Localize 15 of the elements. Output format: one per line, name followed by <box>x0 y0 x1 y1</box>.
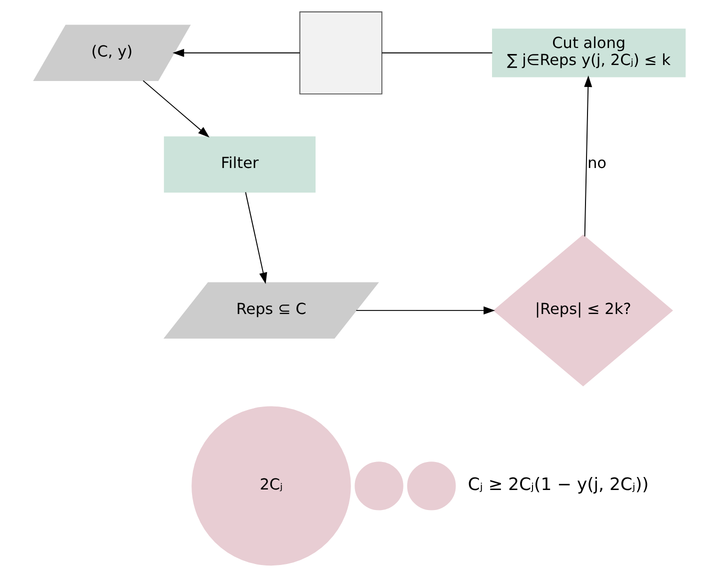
arrow <box>172 48 300 57</box>
arrow <box>142 80 209 138</box>
node-diamond: |Reps| ≤ 2k? <box>492 234 673 386</box>
edge-label: no <box>586 154 606 172</box>
label: Cⱼ ≥ 2Cⱼ(1 − y(j, 2Cⱼ)) <box>467 475 648 496</box>
node-box: Filter <box>163 136 316 193</box>
node-circle <box>354 462 403 510</box>
connector <box>381 52 492 54</box>
node-circle <box>406 462 456 510</box>
node-circle: 2Cⱼ <box>191 406 350 566</box>
arrow <box>244 192 267 284</box>
node-box <box>298 11 382 94</box>
arrow <box>355 306 495 314</box>
arrow <box>584 76 592 237</box>
node-box: Cut along ∑ j∈Reps y(j, 2Cⱼ) ≤ k <box>492 28 686 78</box>
